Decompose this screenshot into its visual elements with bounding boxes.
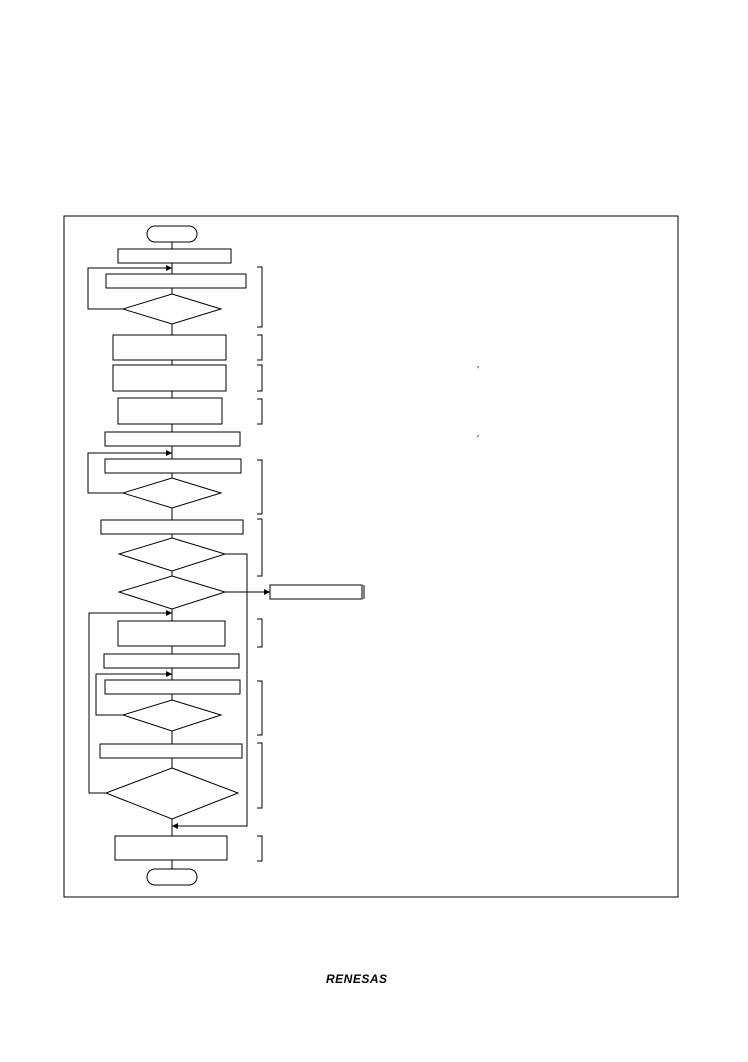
- bracket-9: [257, 742, 263, 809]
- bracket-6: [257, 518, 263, 577]
- decision-diamond-5: [121, 699, 223, 732]
- process-box-13: [114, 835, 228, 861]
- bracket-1: [257, 266, 263, 328]
- bracket-10: [257, 835, 263, 862]
- bracket-7: [257, 618, 263, 648]
- side-process-box: [269, 584, 363, 600]
- bracket-4: [257, 398, 263, 425]
- process-box-10: [103, 653, 240, 669]
- decision-diamond-4: [117, 575, 227, 610]
- end-terminal: [146, 868, 198, 886]
- decision-diamond-1: [121, 293, 223, 325]
- tick-mark-1: ʹ: [477, 365, 480, 376]
- process-box-11: [104, 679, 241, 695]
- renesas-logo: RENESAS: [326, 972, 388, 986]
- process-box-1: [117, 248, 232, 264]
- process-box-2: [105, 273, 247, 289]
- process-box-12: [99, 743, 243, 759]
- figure-frame: [63, 215, 679, 898]
- decision-diamond-3: [117, 537, 227, 572]
- process-box-9: [117, 620, 226, 647]
- bracket-2: [257, 334, 263, 361]
- bracket-8: [257, 680, 263, 736]
- process-box-5: [117, 397, 223, 425]
- decision-diamond-2: [121, 477, 223, 509]
- bracket-3: [257, 364, 263, 392]
- process-box-8: [100, 519, 244, 535]
- process-box-7: [104, 458, 242, 474]
- process-box-6: [104, 431, 241, 447]
- process-box-3: [112, 334, 227, 361]
- start-terminal: [146, 225, 198, 243]
- bracket-5: [257, 459, 263, 515]
- process-box-4: [112, 364, 227, 392]
- decision-diamond-6: [104, 767, 240, 820]
- tick-mark-2: ʹ: [477, 434, 480, 445]
